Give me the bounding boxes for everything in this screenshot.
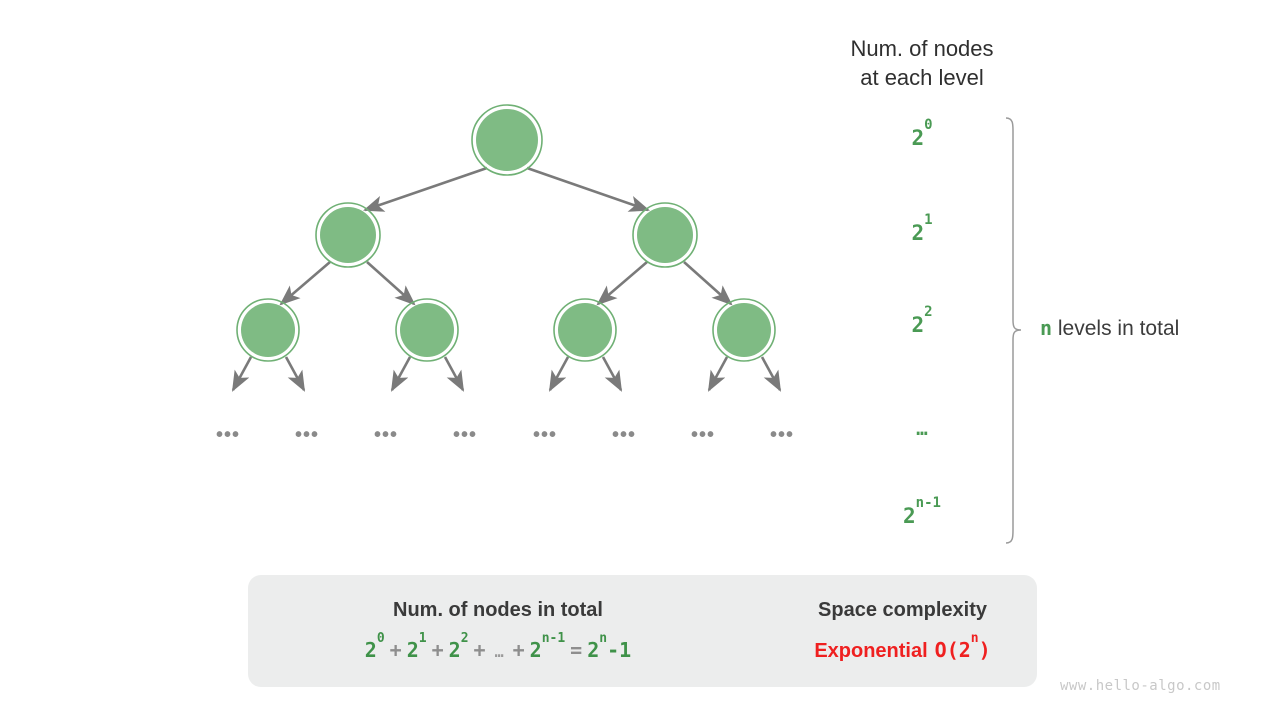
tree-node xyxy=(632,202,698,268)
summary-title-space-complexity: Space complexity xyxy=(818,599,987,621)
summary-title-total-nodes: Num. of nodes in total xyxy=(393,599,603,621)
tree-node xyxy=(236,298,300,362)
levels-brace xyxy=(1005,117,1022,544)
total-nodes-formula: 20+21+22+…+2n-1=2n-1 xyxy=(248,631,748,662)
level-count-label-ellipsis: … xyxy=(916,418,928,440)
tree-ellipsis: ••• xyxy=(533,424,558,446)
formula-plus: + xyxy=(512,638,525,662)
tree-ellipsis: ••• xyxy=(691,424,716,446)
tree-nodes xyxy=(236,104,776,362)
formula-result: 2n-1 xyxy=(587,631,632,662)
formula-plus: + xyxy=(431,638,444,662)
formula-term-2: 22 xyxy=(448,631,469,662)
level-count-label-2: 22 xyxy=(911,304,933,337)
space-complexity-verdict: Exponential O(2n) xyxy=(768,631,1037,663)
verdict-big-o: O(2n) xyxy=(934,631,991,662)
levels-note-text: levels in total xyxy=(1057,317,1180,340)
tree-node xyxy=(315,202,381,268)
level-count-label-last: 2n-1 xyxy=(903,495,941,528)
formula-plus: + xyxy=(473,638,486,662)
levels-in-total-note: n levels in total xyxy=(1040,316,1179,341)
tree-node xyxy=(395,298,459,362)
watermark: www.hello-algo.com xyxy=(1060,678,1221,694)
tree-ellipsis: ••• xyxy=(374,424,399,446)
level-count-label-1: 21 xyxy=(911,212,933,245)
levels-variable: n xyxy=(1040,316,1053,340)
tree-ellipsis: ••• xyxy=(453,424,478,446)
summary-panel: Num. of nodes in total Space complexity … xyxy=(248,575,1037,687)
tree-ellipsis: ••• xyxy=(295,424,320,446)
level-count-label-0: 20 xyxy=(911,117,933,150)
tree-ellipsis: ••• xyxy=(216,424,241,446)
caption-num-nodes-per-level: Num. of nodes at each level xyxy=(822,34,1022,92)
formula-ellipsis: … xyxy=(494,643,504,661)
tree-node xyxy=(553,298,617,362)
tree-node xyxy=(712,298,776,362)
formula-term-0: 20 xyxy=(364,631,385,662)
formula-plus: + xyxy=(389,638,402,662)
caption-line-2: at each level xyxy=(860,65,984,90)
tree-ellipsis: ••• xyxy=(770,424,795,446)
formula-term-last: 2n-1 xyxy=(529,631,566,662)
tree-edges xyxy=(231,166,782,392)
verdict-word: Exponential xyxy=(814,640,928,662)
formula-equals: = xyxy=(570,638,583,662)
tree-ellipsis: ••• xyxy=(612,424,637,446)
caption-line-1: Num. of nodes xyxy=(850,36,994,61)
formula-term-1: 21 xyxy=(406,631,427,662)
tree-node xyxy=(471,104,543,176)
